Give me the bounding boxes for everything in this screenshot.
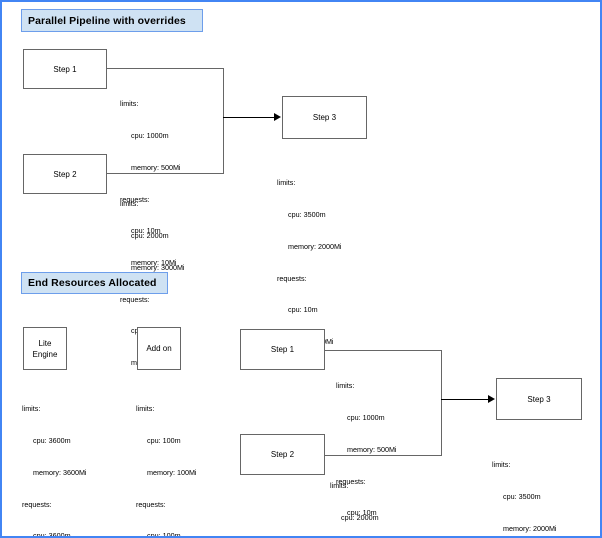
edge-top-step2-to-junction xyxy=(107,173,224,174)
limits-label: limits: xyxy=(330,481,349,491)
requests-cpu: cpu: 10m xyxy=(288,305,318,315)
limits-cpu: cpu: 3500m xyxy=(288,209,326,219)
edge-bottom-junction-to-step3 xyxy=(441,399,489,400)
resources-bottom-step-1: limits: cpu: 1000m memory: 500Mi request… xyxy=(336,360,397,536)
limits-cpu: cpu: 2000m xyxy=(341,512,379,522)
node-add-on[interactable]: Add on xyxy=(137,327,181,370)
limits-label: limits: xyxy=(136,404,155,414)
requests-label: requests: xyxy=(336,476,366,486)
limits-label: limits: xyxy=(22,404,41,414)
edge-bottom-junction-vertical xyxy=(441,350,442,456)
node-bottom-step-2[interactable]: Step 2 xyxy=(240,434,325,475)
edge-top-junction-vertical xyxy=(223,68,224,174)
limits-cpu: cpu: 100m xyxy=(147,435,181,445)
resources-add-on: limits: cpu: 100m memory: 100Mi requests… xyxy=(136,383,197,538)
arrow-head-icon-top xyxy=(274,113,281,121)
resources-bottom-step-3: limits: cpu: 3500m memory: 2000Mi reques… xyxy=(492,439,557,536)
requests-label: requests: xyxy=(120,294,150,304)
limits-label: limits: xyxy=(120,199,139,209)
node-top-step-3[interactable]: Step 3 xyxy=(282,96,367,139)
section-banner-end-resources: End Resources Allocated xyxy=(21,272,168,294)
node-bottom-step-1[interactable]: Step 1 xyxy=(240,329,325,370)
requests-cpu: cpu: 3600m xyxy=(33,531,71,538)
node-bottom-step-1-label: Step 1 xyxy=(270,345,295,354)
limits-memory: memory: 2000Mi xyxy=(288,241,342,251)
limits-memory: memory: 3600Mi xyxy=(33,467,87,477)
limits-cpu: cpu: 1000m xyxy=(347,412,385,422)
edge-top-step1-to-junction xyxy=(107,68,224,69)
requests-cpu: cpu: 100m xyxy=(147,531,181,538)
node-bottom-step-2-label: Step 2 xyxy=(270,450,295,459)
limits-memory: memory: 500Mi xyxy=(347,444,397,454)
limits-label: limits: xyxy=(492,460,511,470)
requests-cpu: cpu: 10m xyxy=(131,226,161,236)
requests-cpu: cpu: 10m xyxy=(347,508,377,518)
node-top-step-1-label: Step 1 xyxy=(53,64,77,74)
section-banner-parallel-pipeline: Parallel Pipeline with overrides xyxy=(21,9,203,32)
resources-top-step-1: limits: cpu: 1000m memory: 500Mi request… xyxy=(120,78,181,290)
limits-label: limits: xyxy=(336,381,355,391)
edge-top-junction-to-step3 xyxy=(223,117,275,118)
limits-label: limits: xyxy=(277,178,296,188)
node-lite-engine-label-line1: Lite xyxy=(38,338,52,348)
requests-memory: memory: 10Mi xyxy=(131,258,177,268)
node-bottom-step-3[interactable]: Step 3 xyxy=(496,378,582,420)
requests-label: requests: xyxy=(120,194,150,204)
limits-cpu: cpu: 1000m xyxy=(131,130,169,140)
limits-memory: memory: 2000Mi xyxy=(503,523,557,533)
node-top-step-2[interactable]: Step 2 xyxy=(23,154,107,194)
node-add-on-label: Add on xyxy=(146,344,172,353)
limits-memory: memory: 500Mi xyxy=(131,162,181,172)
limits-cpu: cpu: 3600m xyxy=(33,435,71,445)
requests-label: requests: xyxy=(136,499,166,509)
node-top-step-1[interactable]: Step 1 xyxy=(23,49,107,89)
edge-bottom-step2-to-junction xyxy=(325,455,442,456)
arrow-head-icon-bottom xyxy=(488,395,495,403)
section-banner-parallel-pipeline-label: Parallel Pipeline with overrides xyxy=(28,14,186,27)
limits-label: limits: xyxy=(120,99,139,109)
requests-label: requests: xyxy=(22,499,52,509)
limits-memory: memory: 3000Mi xyxy=(131,262,185,272)
section-banner-end-resources-label: End Resources Allocated xyxy=(28,277,157,289)
node-bottom-step-3-label: Step 3 xyxy=(527,394,551,404)
limits-cpu: cpu: 2000m xyxy=(131,230,169,240)
node-top-step-3-label: Step 3 xyxy=(312,113,337,122)
limits-memory: memory: 100Mi xyxy=(147,467,197,477)
resources-bottom-step-2: limits: cpu: 2000m memory: 3000Mi reques… xyxy=(330,460,395,536)
node-top-step-2-label: Step 2 xyxy=(53,169,77,179)
edge-bottom-step1-to-junction xyxy=(325,350,442,351)
limits-cpu: cpu: 3500m xyxy=(503,491,541,501)
resources-lite-engine: limits: cpu: 3600m memory: 3600Mi reques… xyxy=(22,383,87,538)
node-lite-engine-label-line2: Engine xyxy=(32,349,58,359)
requests-label: requests: xyxy=(277,273,307,283)
